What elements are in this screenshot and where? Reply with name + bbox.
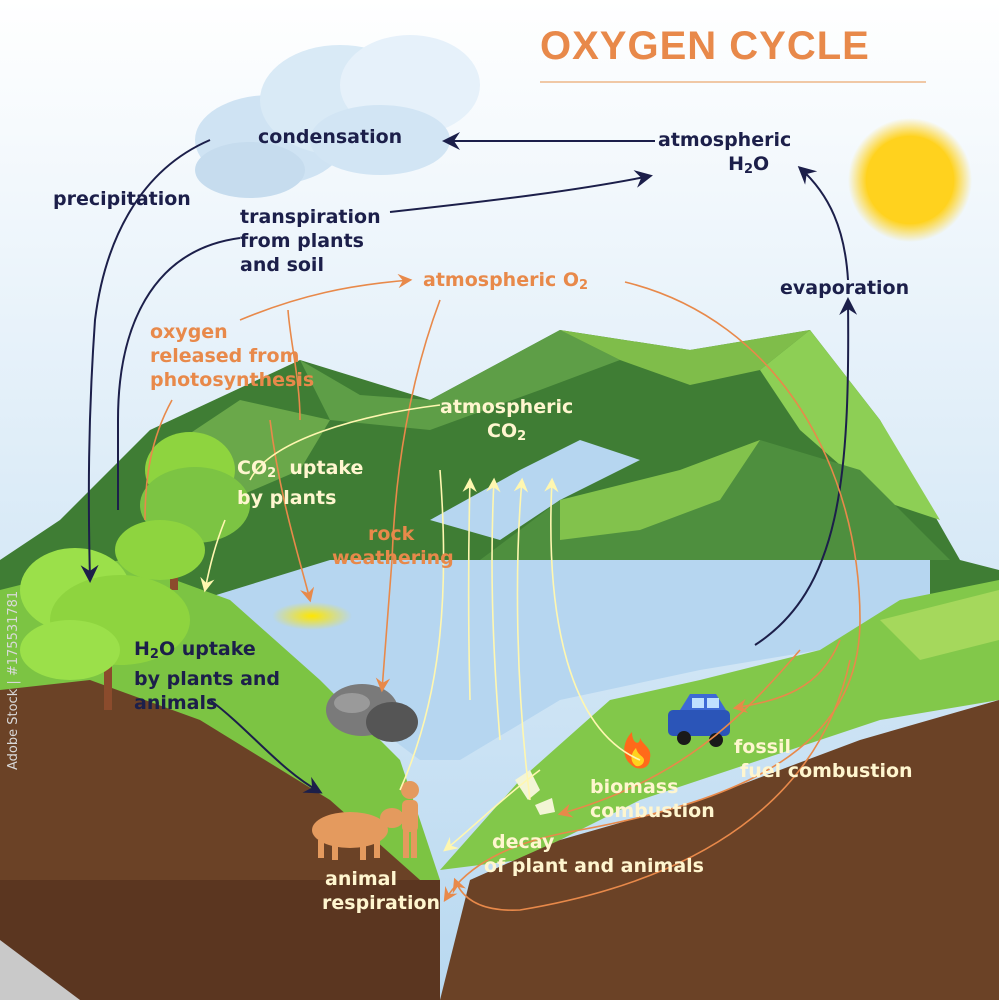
label-animal-respiration-line2: respiration: [322, 892, 441, 914]
label-atmospheric-h2o-line1: atmospheric: [658, 129, 792, 151]
label-co2-uptake-line2: by plants: [237, 487, 337, 509]
label-animal-respiration-line1: animal: [325, 868, 397, 890]
label-fossil-fuel-line2: fuel combustion: [740, 760, 913, 782]
label-rock-weathering-line2: weathering: [332, 547, 454, 569]
left-hill: [0, 560, 440, 1000]
label-rock-weathering-line1: rock: [368, 523, 415, 545]
label-biomass-combustion-line2: combustion: [590, 800, 715, 822]
label-biomass-combustion: biomass combustion: [590, 775, 715, 823]
rock-icon: [326, 684, 418, 742]
label-transpiration: transpiration from plants and soil: [240, 205, 381, 277]
label-atmospheric-o2: atmospheric O2: [423, 269, 589, 293]
label-transpiration-line3: and soil: [240, 254, 324, 276]
label-atmospheric-co2-line2: CO2: [487, 420, 527, 444]
label-atmospheric-h2o-line2: H2O: [728, 153, 770, 177]
label-h2o-uptake: H2O uptake by plants and animals: [134, 637, 280, 715]
fire-icon: [624, 732, 651, 769]
label-atmospheric-co2: atmospheric CO2: [440, 395, 573, 449]
label-oxygen-released-line1: oxygen: [150, 321, 228, 343]
label-rock-weathering: rock weathering: [332, 522, 454, 570]
car-icon: [668, 694, 730, 747]
cow-icon: [312, 808, 404, 860]
label-transpiration-line2: from plants: [240, 230, 364, 252]
label-decay-line2: of plant and animals: [484, 855, 704, 877]
label-co2-uptake: CO2 uptake by plants: [237, 456, 363, 510]
label-h2o-uptake-line3: animals: [134, 692, 218, 714]
label-oxygen-released-line3: photosynthesis: [150, 369, 315, 391]
label-transpiration-line1: transpiration: [240, 206, 381, 228]
label-decay-line1: decay: [492, 831, 555, 853]
label-decay: decay of plant and animals: [484, 830, 704, 878]
label-atmospheric-h2o: atmospheric H2O: [658, 128, 791, 182]
person-icon: [401, 781, 419, 858]
label-fossil-fuel-line1: fossil: [734, 736, 791, 758]
page-title: OXYGEN CYCLE: [540, 24, 870, 68]
water-cycle-arrows: [80, 132, 858, 794]
photosynthesis-glow: [272, 602, 352, 630]
label-fossil-fuel: fossil fuel combustion: [734, 735, 913, 783]
tree-icon: [20, 432, 250, 710]
label-biomass-combustion-line1: biomass: [590, 776, 679, 798]
sun-icon: [848, 118, 972, 242]
label-animal-respiration: animal respiration: [322, 867, 440, 915]
label-evaporation: evaporation: [780, 277, 910, 299]
label-precipitation: precipitation: [53, 188, 191, 210]
mid-ridge-light: [560, 440, 760, 540]
label-h2o-uptake-line2: by plants and: [134, 668, 281, 690]
co2-arrows: [200, 404, 641, 852]
label-co2-uptake-line1: CO2 uptake: [237, 457, 364, 481]
label-oxygen-released: oxygen released from photosynthesis: [150, 320, 314, 392]
label-condensation: condensation: [258, 126, 403, 148]
cloud-icon: [195, 35, 480, 198]
label-atmospheric-co2-line1: atmospheric: [440, 396, 574, 418]
watermark: Adobe Stock | #175531781: [6, 590, 21, 770]
label-h2o-uptake-line1: H2O uptake: [134, 638, 256, 662]
label-oxygen-released-line2: released from: [150, 345, 300, 367]
title-underline: [540, 81, 926, 83]
oxygen-arrows: [144, 273, 861, 911]
